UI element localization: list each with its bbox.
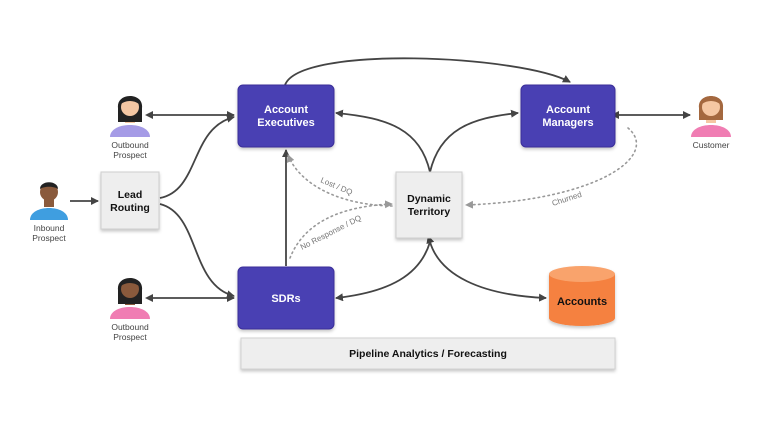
account-executives-label-line2: Executives — [257, 117, 314, 129]
inbound-prospect-person-icon — [30, 182, 68, 220]
edge-lost-dq — [286, 154, 393, 207]
edges — [70, 57, 691, 302]
edge-lead-routing-ae — [159, 114, 235, 199]
accounts-label: Accounts — [557, 296, 607, 308]
account-executives-node — [237, 84, 335, 148]
dynamic-territory-node — [395, 171, 463, 239]
account-managers-label-line2: Managers — [542, 117, 593, 129]
edge-territory-accounts — [426, 235, 547, 302]
edge-no-response-dq — [289, 200, 393, 259]
outbound-prospect-top-person-icon — [110, 96, 150, 137]
edge-territory-am — [429, 109, 519, 173]
edge-ae-to-am — [284, 57, 571, 86]
edge-churned — [465, 127, 638, 209]
lead-routing-node — [100, 171, 160, 230]
edge-label-churned: Churned — [551, 190, 583, 208]
dotted-edges — [286, 127, 638, 259]
sdrs-label: SDRs — [271, 293, 300, 305]
customer-label: Customer — [693, 140, 730, 150]
lead-routing-label-line1: Lead — [118, 189, 143, 201]
account-executives-label-line1: Account — [264, 104, 308, 116]
lead-routing-label-line2: Routing — [110, 202, 150, 214]
inbound-prospect-label-line1: Inbound — [34, 223, 65, 233]
account-managers-node — [520, 84, 616, 148]
outbound-prospect-bottom-label-line1: Outbound — [111, 322, 149, 332]
edge-lead-routing-sdrs — [159, 203, 235, 299]
edge-label-lost-dq: Lost / DQ — [319, 176, 354, 197]
edge-territory-ae — [335, 109, 431, 173]
outbound-prospect-top-label-line1: Outbound — [111, 140, 149, 150]
customer-person-icon — [691, 96, 731, 137]
sdrs-node — [237, 266, 335, 330]
dynamic-territory-label-line1: Dynamic — [407, 193, 451, 205]
pipeline-analytics-label: Pipeline Analytics / Forecasting — [349, 348, 507, 360]
outbound-prospect-bottom-label-line2: Prospect — [113, 332, 147, 342]
outbound-prospect-bottom-person-icon — [110, 278, 150, 319]
pipeline-analytics-bar — [240, 337, 616, 370]
accounts-database-icon — [549, 266, 615, 326]
outbound-prospect-top-label-line2: Prospect — [113, 150, 147, 160]
inbound-prospect-label-line2: Prospect — [32, 233, 66, 243]
edge-territory-sdrs — [335, 241, 431, 302]
account-managers-label-line1: Account — [546, 104, 590, 116]
edge-label-no-response-dq: No Response / DQ — [299, 213, 363, 252]
dynamic-territory-label-line2: Territory — [408, 206, 451, 218]
